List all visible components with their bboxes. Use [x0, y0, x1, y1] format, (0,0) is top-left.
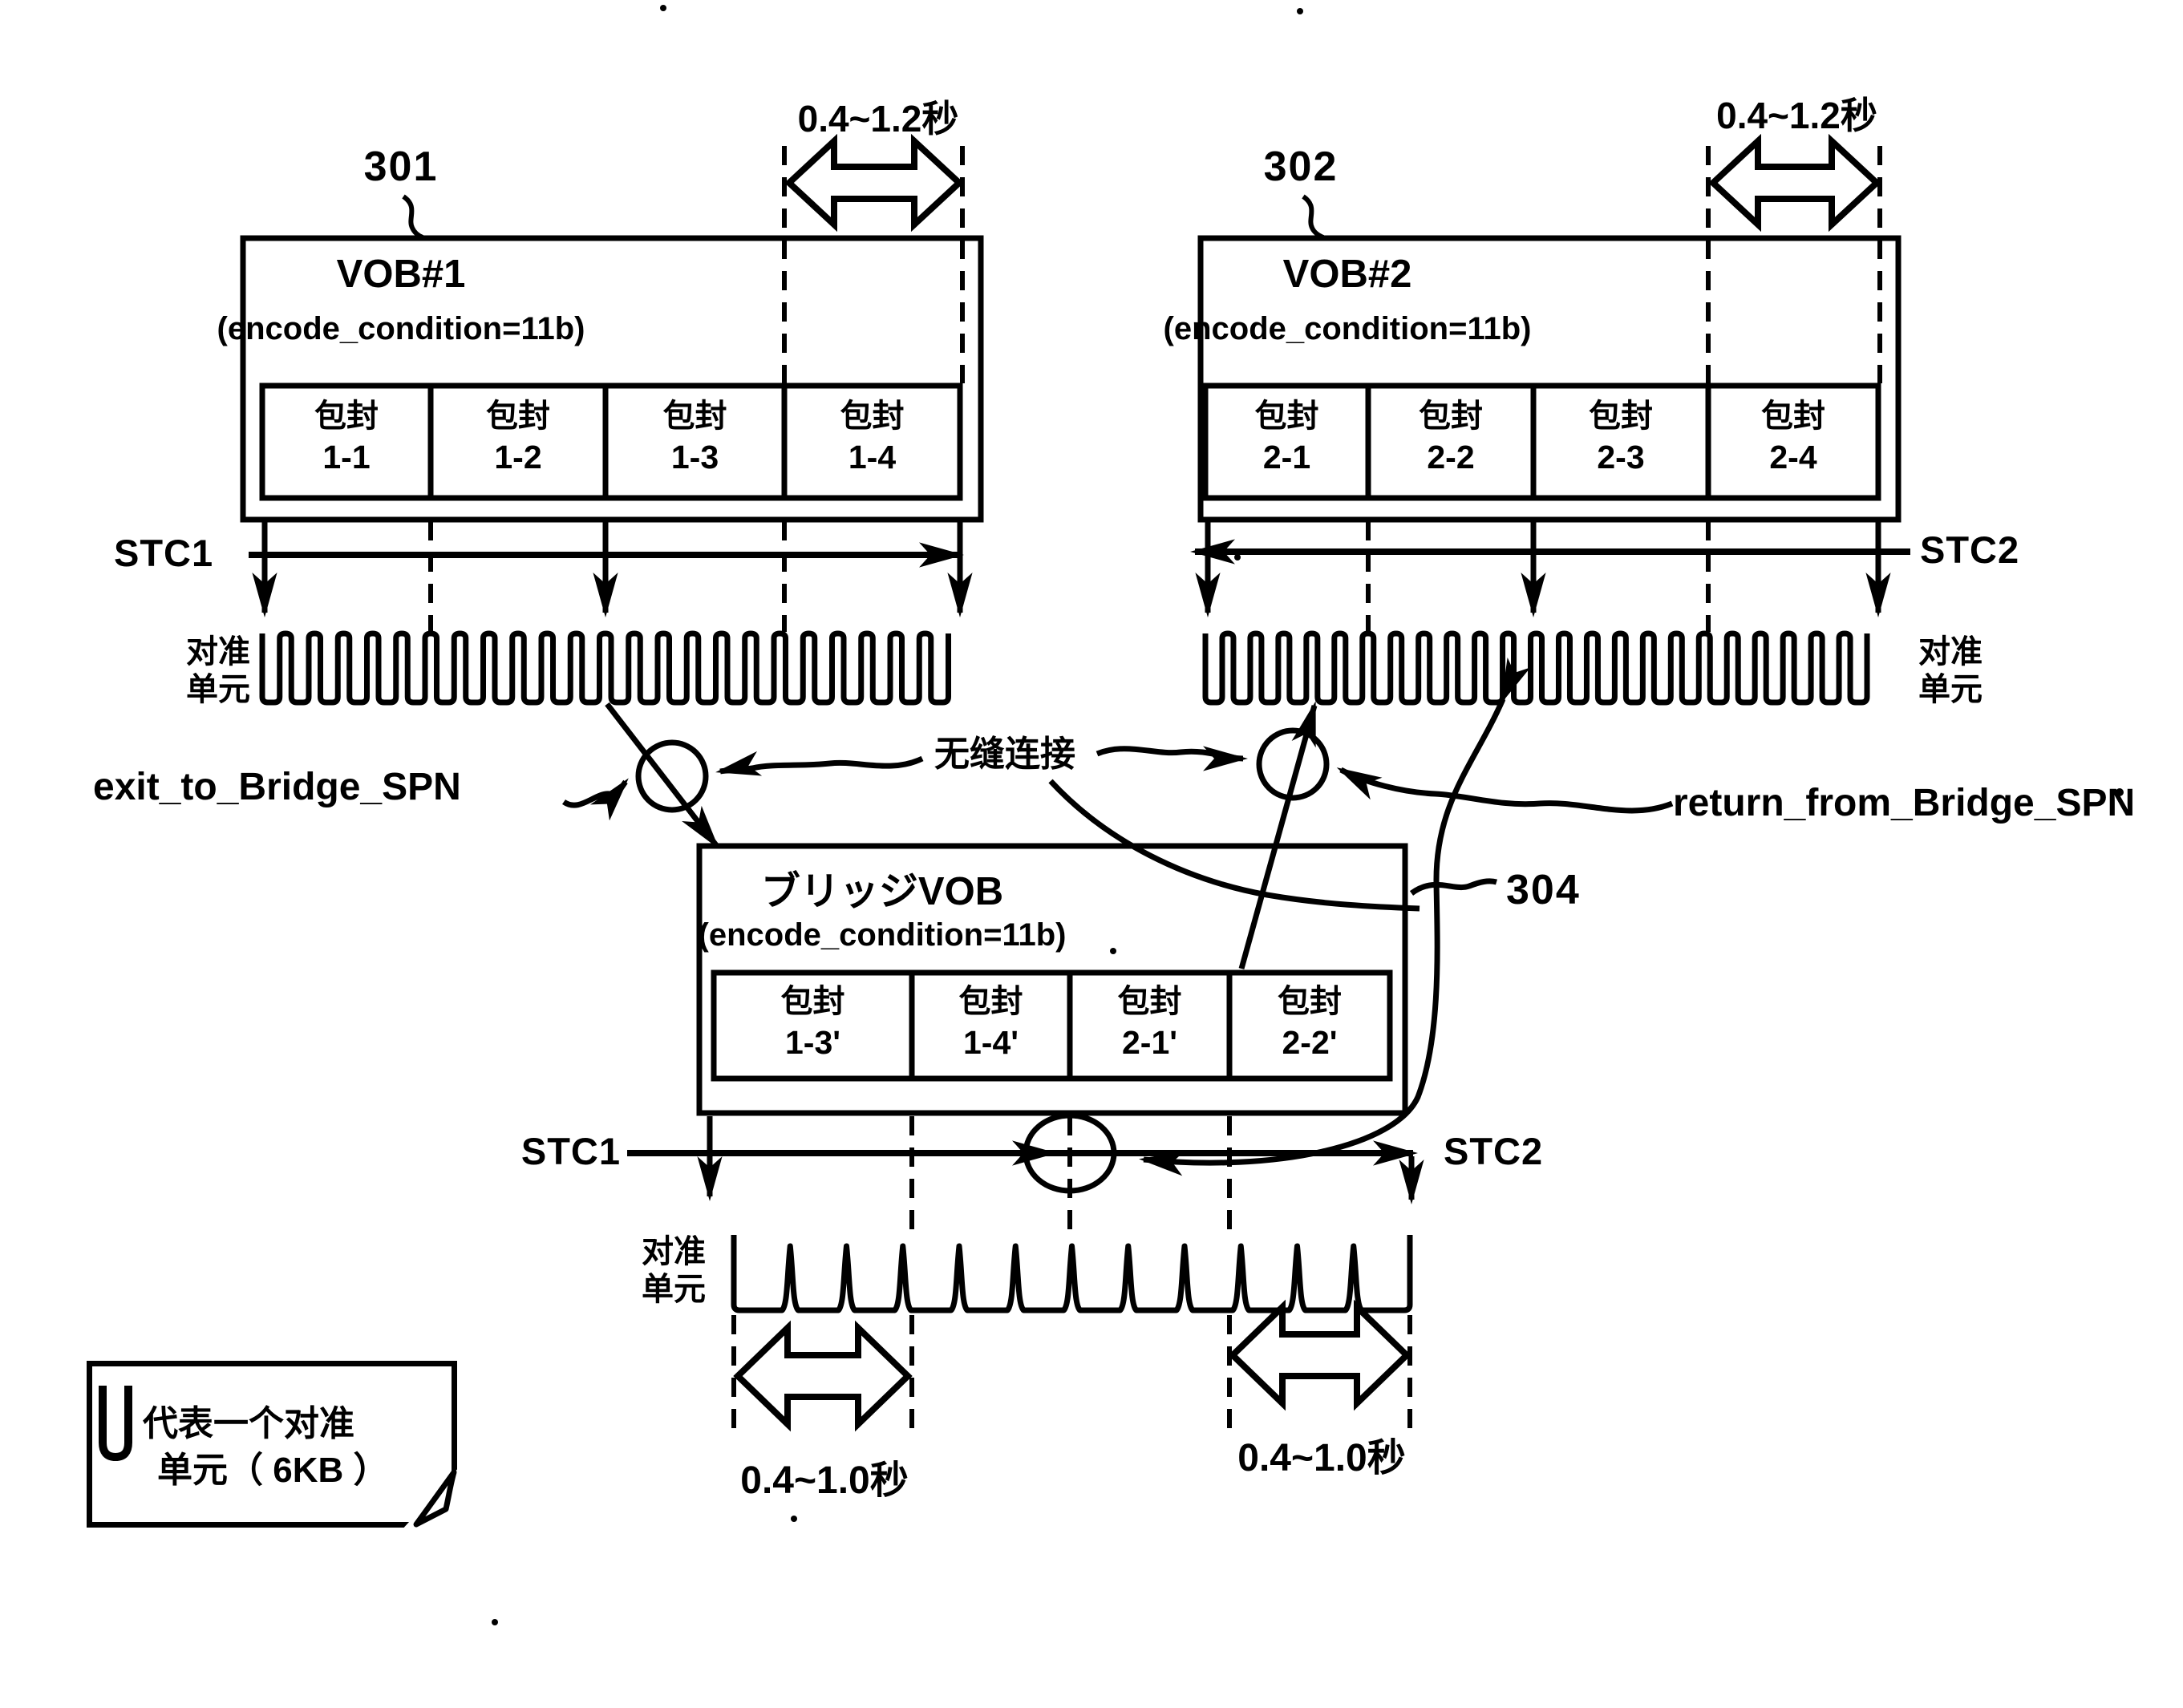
legend-text-line2: 单元（ 6KB ） [157, 1451, 389, 1490]
packet-cell: 包封 1-4' [958, 984, 1023, 1061]
return-path-arc [1139, 657, 1531, 1176]
ref-label-302: 302 [1263, 144, 1339, 190]
scan-specks [492, 5, 2124, 1625]
vob2-box [1197, 235, 1902, 523]
duration-arrow-top-left [784, 133, 964, 233]
duration-label-bottom-left: 0.4~1.0秒 [740, 1459, 909, 1502]
ref-label-301: 301 [363, 144, 439, 190]
align-unit-label-vob1: 对准 单元 [186, 634, 250, 707]
packet-cell: 包封 2-1 [1254, 399, 1319, 476]
dashed-guides [428, 146, 1882, 1440]
packet-cell: 包封 1-3 [662, 399, 727, 476]
bridge-title: ブリッジVOB [760, 870, 1004, 913]
legend-text-line1: 代表一个对准 [143, 1404, 354, 1443]
stc-switch-ellipse [1023, 1112, 1117, 1194]
packet-cell: 包封 2-1' [1117, 984, 1182, 1061]
align-unit-label-bridge: 对准 单元 [642, 1234, 706, 1307]
packet-cell: 包封 2-4 [1761, 399, 1825, 476]
comb-vob1 [259, 630, 951, 706]
return-from-bridge-spn-label: return_from_Bridge_SPN [1673, 782, 2136, 824]
vob2-condition: (encode_condition=11b) [1163, 311, 1532, 346]
bridge-condition: (encode_condition=11b) [698, 917, 1067, 953]
comb-vob2 [1202, 630, 1870, 706]
stc2-label-top: STC2 [1920, 528, 2020, 571]
legend-note-box [87, 1361, 457, 1528]
mapping-arrows [252, 521, 1891, 1204]
packet-cell: 包封 1-1 [314, 399, 379, 476]
ref-label-304: 304 [1506, 867, 1581, 913]
packet-cell: 包封 2-2 [1419, 399, 1483, 476]
packet-cell: 包封 2-3 [1589, 399, 1653, 476]
duration-label-top-left: 0.4~1.2秒 [797, 98, 959, 140]
comb-bridge [731, 1235, 1413, 1313]
packet-cell: 包封 1-3' [780, 984, 845, 1061]
duration-arrow-top-right [1708, 133, 1881, 233]
vob1-condition: (encode_condition=11b) [217, 311, 585, 346]
vob1-box [240, 235, 984, 523]
exit-to-bridge-spn-label: exit_to_Bridge_SPN [93, 766, 461, 808]
stc2-label-bridge: STC2 [1444, 1130, 1544, 1172]
stc1-label-bridge: STC1 [520, 1130, 621, 1172]
exit-junction-circle [635, 739, 709, 813]
align-unit-label-vob2: 对准 单元 [1918, 634, 1983, 707]
vob2-title: VOB#2 [1282, 253, 1412, 296]
duration-arrow-bottom-left [733, 1320, 913, 1432]
seamless-connection-label: 无缝连接 [934, 735, 1075, 774]
packet-cell: 包封 1-2 [486, 399, 550, 476]
duration-label-top-right: 0.4~1.2秒 [1716, 95, 1877, 136]
legend-fold [401, 1466, 460, 1531]
legend-unit-icon [99, 1386, 132, 1462]
exit-jump-line [605, 702, 719, 849]
packet-cell: 包封 2-2' [1278, 984, 1342, 1061]
duration-label-bottom-right: 0.4~1.0秒 [1237, 1437, 1406, 1479]
duration-arrow-bottom-right [1228, 1299, 1411, 1411]
packet-cell: 包封 1-4 [840, 399, 905, 476]
vob1-title: VOB#1 [336, 253, 466, 296]
stc1-label-top: STC1 [114, 532, 214, 574]
